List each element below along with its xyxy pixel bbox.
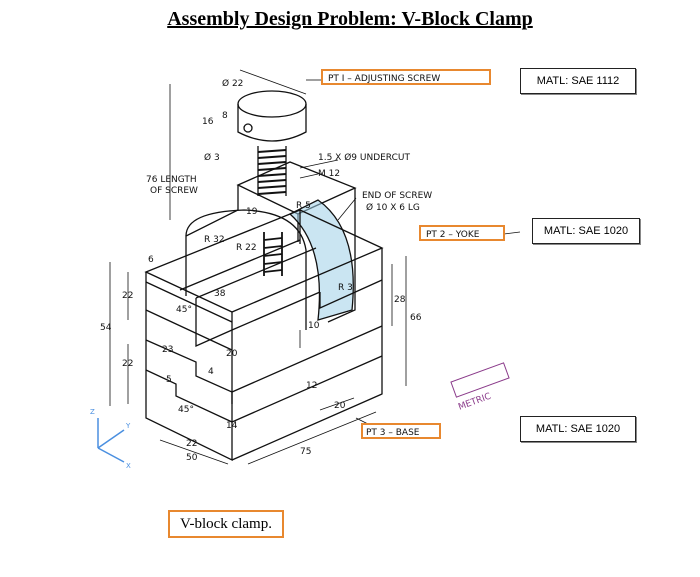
dim-d16: 16 [202, 117, 214, 127]
dim-d22b: 22 [122, 359, 133, 369]
dim-d6: 6 [148, 255, 154, 265]
dimension-lines [109, 69, 521, 465]
dim-d19: 19 [246, 207, 258, 217]
figure-caption: V-block clamp. [168, 510, 284, 538]
callout-screw-end-2: Ø 10 X 6 LG [366, 202, 420, 213]
dim-d3: Ø 3 [204, 152, 220, 163]
dim-d75: 75 [300, 447, 311, 457]
base [144, 209, 384, 462]
dim-d4: 4 [208, 367, 214, 377]
dim-d50: 50 [186, 453, 198, 463]
dim-d66: 66 [410, 313, 422, 323]
dim-d22a: 22 [122, 291, 133, 301]
dim-d22: Ø 22 [222, 78, 243, 89]
coordinate-axes [97, 418, 125, 463]
callout-undercut: 1.5 X Ø9 UNDERCUT [318, 152, 410, 163]
dim-r22: R 22 [236, 243, 257, 253]
dim-d5: 5 [166, 375, 172, 385]
dim-a45b: 45° [178, 405, 194, 415]
screw-thread [257, 146, 287, 196]
screw-head-top [237, 90, 307, 118]
axis-x-label: X [126, 462, 131, 470]
dim-r5: R 5 [296, 201, 311, 211]
dim-d14: 14 [226, 421, 238, 431]
dim-d10: 10 [308, 321, 320, 331]
dim-r3: R 3 [338, 283, 353, 293]
screw-head-side [237, 104, 307, 142]
material-box-part-1: MATL: SAE 1112 [520, 68, 636, 94]
callout-thread: M 12 [318, 169, 340, 179]
dim-d54: 54 [100, 323, 112, 333]
callout-screw-end-1: END OF SCREW [362, 191, 432, 201]
screw-hole [243, 123, 253, 133]
part-2-label: PT 2 – YOKE [426, 230, 480, 240]
part-1-box [321, 69, 491, 85]
part-3-box [361, 423, 441, 439]
callout-length-1: 76 LENGTH [146, 175, 197, 185]
dim-d8: 8 [222, 111, 228, 121]
dim-d23: 23 [162, 345, 173, 355]
callout-length-2: OF SCREW [150, 186, 198, 196]
dim-a45a: 45° [176, 305, 192, 315]
part-3-label: PT 3 – BASE [366, 428, 420, 438]
part-2-box [419, 225, 505, 241]
dim-r32: R 32 [204, 235, 225, 245]
dim-d12: 12 [306, 381, 317, 391]
material-box-part-2: MATL: SAE 1020 [532, 218, 640, 244]
material-box-part-3: MATL: SAE 1020 [520, 416, 636, 442]
axis-z-label: Z [90, 408, 95, 416]
part-1-label: PT I – ADJUSTING SCREW [328, 74, 440, 84]
axis-y-label: Y [125, 422, 131, 430]
dim-d20: 20 [226, 349, 238, 359]
dim-d28: 28 [394, 295, 406, 305]
dim-d22c: 22 [186, 439, 197, 449]
yoke [185, 161, 357, 330]
dim-d20b: 20 [334, 401, 346, 411]
metric-stamp-frame [450, 362, 510, 398]
dim-d38: 38 [214, 289, 226, 299]
page-title: Assembly Design Problem: V-Block Clamp [167, 8, 533, 30]
